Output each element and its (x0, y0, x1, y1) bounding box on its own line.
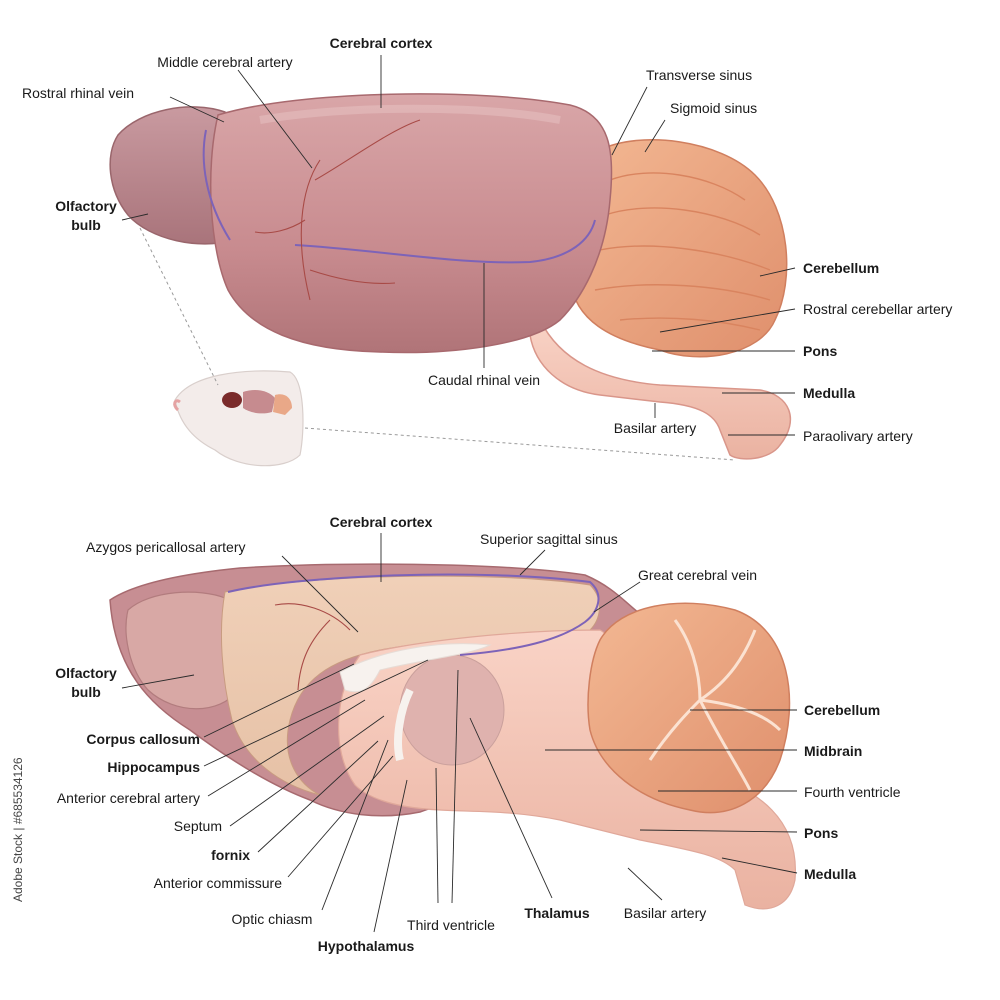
label-top-caudal-rhinal-vein: Caudal rhinal vein (428, 372, 540, 388)
label-top-rostral-cerebellar-artery: Rostral cerebellar artery (803, 301, 952, 317)
label-bottom-olfactory-bulb-line2: bulb (71, 684, 101, 700)
azygos-pericallosal-artery-path (274, 603, 351, 631)
brainstem-shape (529, 318, 791, 460)
label-bottom-azygos-pericallosal-artery: Azygos pericallosal artery (86, 539, 246, 555)
sagittal-thalamus (399, 654, 505, 766)
label-bottom-septum: Septum (174, 818, 222, 834)
rostral-rhinal-vein-path (202, 129, 231, 241)
label-top-cerebellum: Cerebellum (803, 260, 879, 276)
label-bottom-cerebral-cortex: Cerebral cortex (330, 514, 433, 530)
bottom-labels: Cerebral cortex Superior sagittal sinus … (55, 514, 900, 954)
label-top-medulla: Medulla (803, 385, 855, 401)
bottom-leader-lines (121, 533, 798, 933)
sagittal-fornix (394, 688, 414, 761)
label-top-sigmoid-sinus: Sigmoid sinus (670, 100, 757, 116)
label-bottom-basilar-artery: Basilar artery (624, 905, 706, 921)
cerebral-cortex-shape (209, 93, 613, 354)
lateral-brain-illustration (109, 93, 791, 460)
inset-eye-icon (222, 392, 242, 408)
label-bottom-fornix: fornix (211, 847, 250, 863)
label-top-transverse-sinus: Transverse sinus (646, 67, 752, 83)
label-top-olfactory-bulb-line1: Olfactory (55, 198, 117, 214)
label-top-basilar-artery: Basilar artery (614, 420, 696, 436)
label-bottom-optic-chiasm: Optic chiasm (232, 911, 313, 927)
label-bottom-hypothalamus: Hypothalamus (318, 938, 415, 954)
inset-rat-head (173, 370, 304, 467)
label-bottom-superior-sagittal-sinus: Superior sagittal sinus (480, 531, 618, 547)
label-bottom-olfactory-bulb-line1: Olfactory (55, 665, 117, 681)
superior-sagittal-sinus-path (227, 573, 600, 656)
label-top-pons: Pons (803, 343, 837, 359)
cerebellum-folia (594, 172, 771, 331)
label-bottom-hippocampus: Hippocampus (107, 759, 200, 775)
top-leader-lines (121, 55, 796, 436)
label-bottom-midbrain: Midbrain (804, 743, 862, 759)
label-bottom-anterior-commissure: Anterior commissure (154, 875, 283, 891)
olfactory-bulb-shape (109, 106, 233, 245)
label-top-paraolivary-artery: Paraolivary artery (803, 428, 913, 444)
sagittal-cerebellum (587, 602, 791, 814)
label-bottom-corpus-callosum: Corpus callosum (86, 731, 200, 747)
label-top-olfactory-bulb-line2: bulb (71, 217, 101, 233)
label-top-rostral-rhinal-vein: Rostral rhinal vein (22, 85, 134, 101)
caudal-rhinal-vein-path (294, 219, 596, 264)
label-bottom-thalamus: Thalamus (524, 905, 590, 921)
label-top-middle-cerebral-artery: Middle cerebral artery (157, 54, 292, 70)
top-labels: Cerebral cortex Middle cerebral artery R… (22, 35, 952, 444)
arbor-vitae (648, 619, 782, 791)
inset-dash-upper (139, 227, 219, 386)
middle-cerebral-artery-path (300, 159, 321, 301)
label-bottom-great-cerebral-vein: Great cerebral vein (638, 567, 757, 583)
label-bottom-third-ventricle: Third ventricle (407, 917, 495, 933)
sagittal-olfactory-bulb (125, 591, 239, 710)
sagittal-corpus-callosum (339, 643, 492, 693)
stock-id-text: Adobe Stock | #685534126 (11, 757, 25, 902)
stock-id-watermark: Adobe Stock | #685534126 (8, 757, 28, 905)
label-bottom-cerebellum: Cerebellum (804, 702, 880, 718)
label-bottom-fourth-ventricle: Fourth ventricle (804, 784, 901, 800)
label-bottom-medulla: Medulla (804, 866, 856, 882)
label-bottom-anterior-cerebral-artery: Anterior cerebral artery (57, 790, 200, 806)
label-top-cerebral-cortex: Cerebral cortex (330, 35, 433, 51)
label-bottom-pons: Pons (804, 825, 838, 841)
sagittal-brain-illustration (109, 563, 796, 910)
